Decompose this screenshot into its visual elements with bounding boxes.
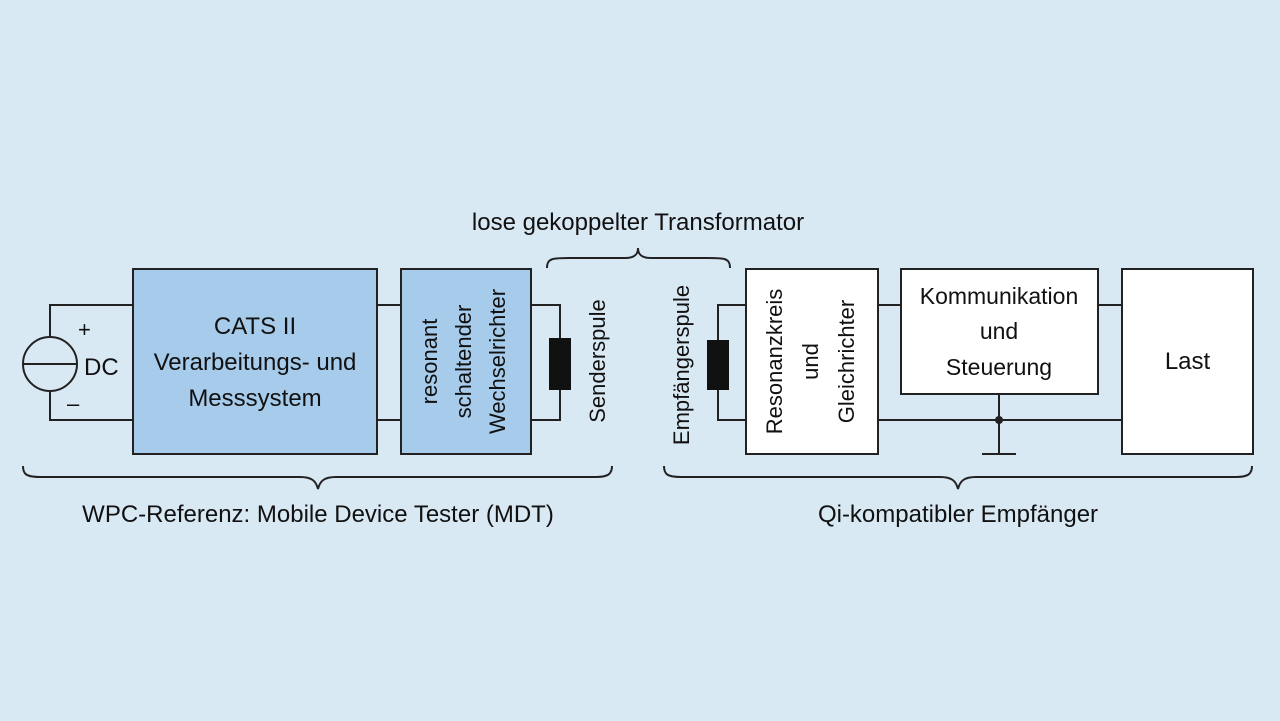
comm-line-3: Steuerung	[946, 354, 1052, 380]
load-block-box	[1121, 268, 1254, 455]
inverter-line-2: schaltender	[451, 305, 476, 419]
comm-block: Kommunikation und Steuerung	[900, 268, 1099, 395]
rectifier-line-1: Resonanzkreis	[762, 289, 787, 435]
comm-block-box	[900, 268, 1099, 395]
cats-block: CATS II Verarbeitungs- und Messsystem	[132, 268, 378, 455]
wire-inverter-coil-bottom	[531, 390, 561, 421]
cats-line-2: Verarbeitungs- und	[154, 349, 357, 376]
cats-line-1: CATS II	[214, 313, 296, 340]
receiver-group-label: Qi-kompatibler Empfänger	[818, 501, 1098, 528]
comm-line-1: Kommunikation	[920, 283, 1079, 309]
transformer-label: lose gekoppelter Transformator	[472, 209, 804, 236]
rectifier-line-3: Gleichrichter	[834, 300, 859, 423]
transformer-brace	[546, 247, 731, 269]
receiver-coil-label: Empfängerspule	[669, 285, 694, 445]
rectifier-block-box	[745, 268, 879, 455]
inverter-line-3: Wechselrichter	[485, 289, 510, 434]
receiver-group-brace	[663, 465, 1253, 490]
junction-dot	[995, 416, 1003, 424]
wires	[49, 304, 1122, 455]
inverter-line-1: resonant	[417, 319, 442, 405]
wire-coil-rectifier-top	[717, 304, 746, 340]
inverter-block: resonant schaltender Wechselrichter	[400, 268, 532, 455]
cats-block-box	[132, 268, 378, 455]
sender-group-brace	[22, 465, 613, 490]
sender-coil-label: Senderspule	[585, 299, 610, 423]
inverter-block-box	[400, 268, 532, 455]
receiver-coil	[707, 340, 729, 390]
load-block: Last	[1121, 268, 1254, 455]
rectifier-block: Resonanzkreis und Gleichrichter	[745, 268, 879, 455]
dc-plus-sign: +	[78, 317, 91, 342]
wire-dc-top	[49, 304, 133, 337]
dc-label: DC	[84, 354, 119, 381]
sender-coil	[549, 338, 571, 390]
dc-source: + DC –	[22, 317, 119, 416]
load-label: Last	[1165, 348, 1211, 375]
rectifier-line-2: und	[798, 343, 823, 380]
wire-inverter-coil-top	[531, 304, 561, 338]
wire-dc-bottom	[49, 392, 133, 421]
sender-group-label: WPC-Referenz: Mobile Device Tester (MDT)	[82, 501, 554, 528]
wire-coil-rectifier-bottom	[717, 390, 746, 421]
comm-line-2: und	[980, 318, 1018, 344]
dc-minus-sign: –	[67, 391, 80, 416]
cats-line-3: Messsystem	[188, 385, 321, 412]
